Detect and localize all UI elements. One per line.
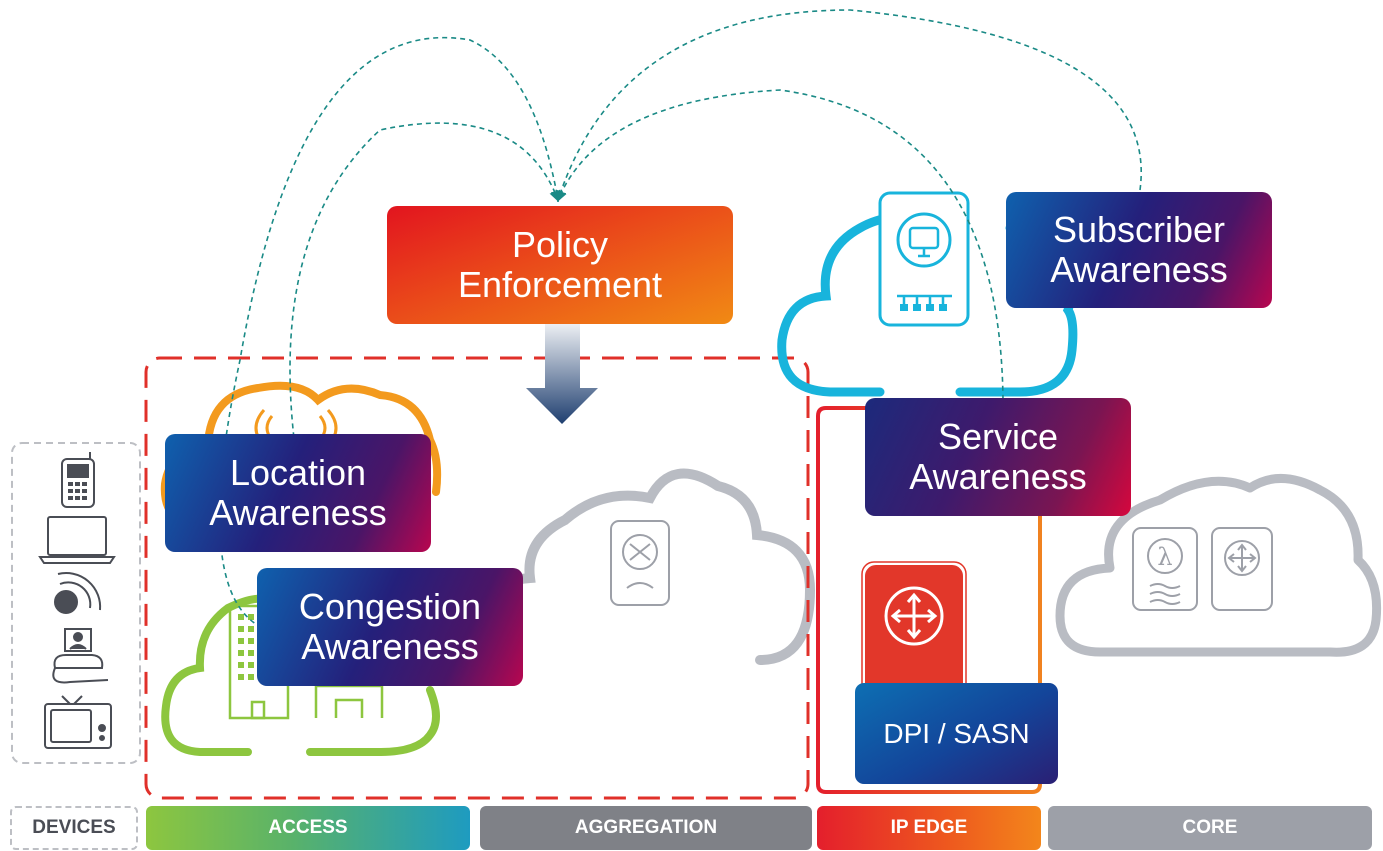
congestion-cloud	[161, 594, 440, 756]
segment-core: CORE	[1048, 806, 1372, 850]
segment-devices: DEVICES	[10, 806, 138, 850]
segment-aggregation: AGGREGATION	[480, 806, 812, 850]
service-line-1: Service	[937, 415, 1059, 457]
service-line-2: Awareness	[909, 456, 1087, 497]
aggregation-cloud	[472, 468, 816, 665]
dpi-sasn-box: DPI / SASN	[855, 683, 1058, 784]
wifi-tower-icon	[254, 409, 338, 447]
server-monitor-icon	[878, 191, 970, 327]
svg-text:λ: λ	[1157, 543, 1172, 571]
television-icon	[44, 695, 112, 749]
policy-line-2: Enforcement	[457, 264, 663, 305]
router-icon	[861, 561, 967, 701]
switch-icon	[610, 520, 670, 606]
video-phone-icon	[52, 628, 109, 684]
awareness-arcs	[218, 9, 1142, 635]
subscriber-line-2: Awareness	[1050, 249, 1228, 290]
location-awareness-box: Location Awareness	[165, 434, 431, 552]
congestion-line-1: Congestion	[298, 585, 482, 627]
core-router-icon	[1211, 527, 1273, 611]
location-line-2: Awareness	[209, 492, 387, 533]
segment-ip-edge: IP EDGE	[817, 806, 1041, 850]
subscriber-awareness-box: Subscriber Awareness	[1006, 192, 1272, 308]
congestion-awareness-box: Congestion Awareness	[257, 568, 523, 686]
mobile-phone-icon	[61, 452, 95, 508]
laptop-icon	[38, 516, 116, 564]
access-dashed-boundary	[144, 356, 810, 800]
subscriber-line-1: Subscriber	[1052, 208, 1226, 250]
ip-edge-boundary	[816, 406, 1042, 794]
dpi-label: DPI / SASN	[883, 717, 1030, 749]
policy-enforcement-box: Policy Enforcement	[387, 206, 733, 324]
policy-line-1: Policy	[511, 223, 609, 265]
wireless-signal-icon	[54, 572, 102, 614]
devices-panel	[11, 442, 141, 764]
lambda-icon: λ	[1132, 527, 1198, 611]
enforcement-down-arrow	[526, 315, 598, 424]
location-line-1: Location	[229, 451, 367, 493]
congestion-line-2: Awareness	[301, 626, 479, 667]
service-awareness-box: Service Awareness	[865, 398, 1131, 516]
segment-access: ACCESS	[146, 806, 470, 850]
core-cloud	[1055, 474, 1382, 657]
